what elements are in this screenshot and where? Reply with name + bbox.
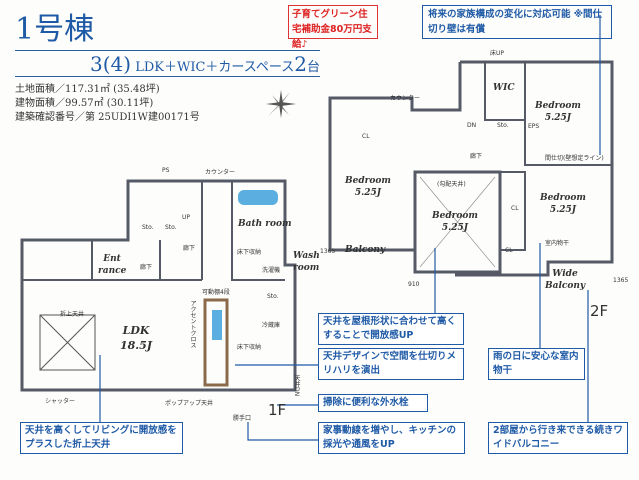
closet-label: CL [362,133,370,140]
1f-outer-wall [20,179,297,392]
washer-label: 洗濯機 [262,267,281,274]
hallway-label: 廊下 [183,245,196,252]
kitchen-counter [203,298,229,387]
floor-up-label: 床UP [490,50,505,57]
building-title: 1号棟 [15,12,95,47]
hallway-label: 廊下 [140,264,153,271]
divider [15,50,320,51]
shelf-label: 可動棚4段 [202,289,230,296]
room-balcony: Balcony [345,245,386,255]
room-bath: Bath room [238,219,292,229]
dimension-label: 1365 [320,248,336,255]
building-area: 建物面積／99.57㎡ (30.11坪) [15,98,154,109]
2f-bedroom-sw-wall [413,170,502,274]
2f-inner-walls [484,62,612,251]
underfloor-storage-label: 床下収納 [237,344,262,351]
closet-label: CL [511,205,519,212]
counter-label: カウンター [205,169,236,176]
ps-label: PS [162,167,170,174]
callout-indoor-drying: 雨の日に安心な室内物干 [488,348,585,380]
callout-ceiling-design: 天井デザインで空間を仕切りメリハリを演出 [318,348,464,380]
room-wash: Wash room [293,251,320,273]
up-label: UP [182,214,191,221]
callout-sloped-ceiling: 天井を屋根形状に合わせて高くすることで開放感UP [318,313,464,345]
room-wic: WIC [493,83,515,93]
floor-1f-label: 1F [268,401,287,419]
layout-summary: 3(4) LDK＋WIC＋カースペース2台 [90,52,320,76]
hallway-label: 廊下 [470,153,483,160]
indoor-drying-label: 室内物干 [545,240,570,247]
storage-label: Sto. [165,224,177,231]
folded-ceiling-label: 折上天井 [60,311,85,318]
storage-label: Sto. [142,224,154,231]
room-wide-balcony: Wide Balcony [545,269,586,291]
underfloor-storage-label: 床下収納 [237,249,262,256]
callout-folded-ceiling: 天井を高くしてリビングに開放感をプラスした折上天井 [20,422,183,454]
sloped-ceiling-mark [419,176,496,268]
popup-ceiling-label: ポップアップ天井 [165,400,214,407]
2f-outer-wall [328,60,614,277]
room-entrance: Ent rance [98,254,127,276]
eps-label: EPS [528,123,540,130]
callout-wide-balcony: 2部屋から行き来できる続きワイドバルコニー [488,422,628,454]
divider [15,76,320,77]
closet-label: CL [505,247,513,254]
counter-label: カウンター [390,95,421,102]
land-area: 土地面積／117.31㎡ (35.48坪) [15,84,160,95]
shutter-label: シャッター [45,398,76,405]
bathtub-icon [238,190,278,205]
storage-label: Sto. [267,293,279,300]
partition-label: 間仕切(壁想定ライン) [545,155,604,162]
sink-icon [212,310,222,340]
storage-label: Sto. [497,122,509,129]
compass-icon [266,90,296,118]
1f-inner-walls [22,181,285,281]
callout-outdoor-faucet: 掃除に便利な外水栓 [318,394,428,412]
callout-back-door: 家事動線を増やし、キッチンの採光や通風をUP [318,422,465,454]
accent-cloth-label: アクセントクロス [189,300,196,348]
sloped-ceiling-label: (勾配天井) [437,181,466,188]
fridge-label: 冷蔵庫 [262,322,281,329]
dn-label: DN [467,122,477,129]
ceiling-dn-label: 天井DN [293,375,300,397]
dimension-label: 910 [408,281,420,288]
folded-ceiling-mark [39,314,96,371]
permit-number: 建築確認番号／第 25UDI1W建00171号 [15,112,200,123]
back-door-label: 勝手口 [233,415,252,422]
dimension-label: 1365 [613,277,629,284]
subsidy-promo: 子育てグリーン住宅補助金80万円支給♪ [288,5,378,50]
future-layout-note: 将来の家族構成の変化に対応可能 ※間仕切り壁は有償 [422,5,612,39]
floor-2f-label: 2F [590,302,609,320]
